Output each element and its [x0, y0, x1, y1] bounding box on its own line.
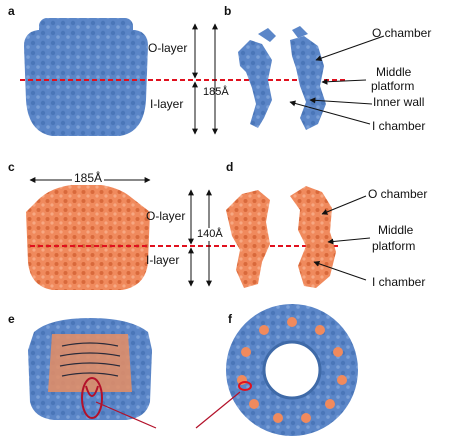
panel-b-i-chamber-label: I chamber [372, 119, 426, 133]
panel-c-width-label: 185Å [72, 171, 105, 185]
panel-d-letter: d [226, 160, 234, 174]
panel-e-cutaway [28, 318, 152, 420]
panel-b-middle-pointer [321, 78, 367, 85]
panel-f-letter: f [228, 312, 232, 326]
panel-d-middle-pointer [327, 237, 371, 245]
panel-e-letter: e [8, 312, 15, 326]
panel-d-middle-label-1: Middle [378, 223, 414, 237]
panel-b-inner-wall-label: Inner wall [373, 95, 425, 109]
panel-b-o-chamber-label: O chamber [372, 26, 432, 40]
panel-f-top-view [226, 304, 358, 436]
panel-c-o-layer-label: O-layer [146, 209, 186, 223]
panel-b-i-chamber-pointer [289, 100, 371, 125]
panel-b-o-chamber-pointer [315, 35, 385, 62]
panel-b-middle-label-2: platform [371, 79, 415, 93]
panel-f-link-line [195, 391, 241, 429]
panel-a-i-layer-label: I-layer [150, 97, 184, 111]
panel-c-height-label: 140Å [197, 228, 223, 241]
panel-d-o-chamber-label: O chamber [368, 187, 428, 201]
panel-d-middle-label-2: platform [372, 239, 416, 253]
panel-a-letter: a [8, 4, 15, 18]
panel-b-letter: b [224, 4, 232, 18]
panel-d-i-chamber-pointer [313, 260, 367, 281]
panel-d-o-chamber-pointer [321, 195, 367, 215]
panel-d-i-chamber-label: I chamber [372, 275, 426, 289]
panel-a-o-layer-label: O-layer [148, 41, 188, 55]
panel-e-link-line [95, 401, 157, 429]
panel-b-cross-section [238, 26, 326, 130]
panel-a-height-label: 185Å [203, 86, 229, 98]
panel-b-middle-label-1: Middle [376, 65, 412, 79]
panel-d-cross-section [226, 186, 336, 288]
panel-a-density-map [24, 18, 148, 136]
panel-c-density-map [26, 184, 150, 290]
panel-c-i-layer-label: I-layer [146, 253, 180, 267]
panel-b-inner-wall-pointer [309, 97, 373, 105]
panel-c-letter: c [8, 160, 15, 174]
